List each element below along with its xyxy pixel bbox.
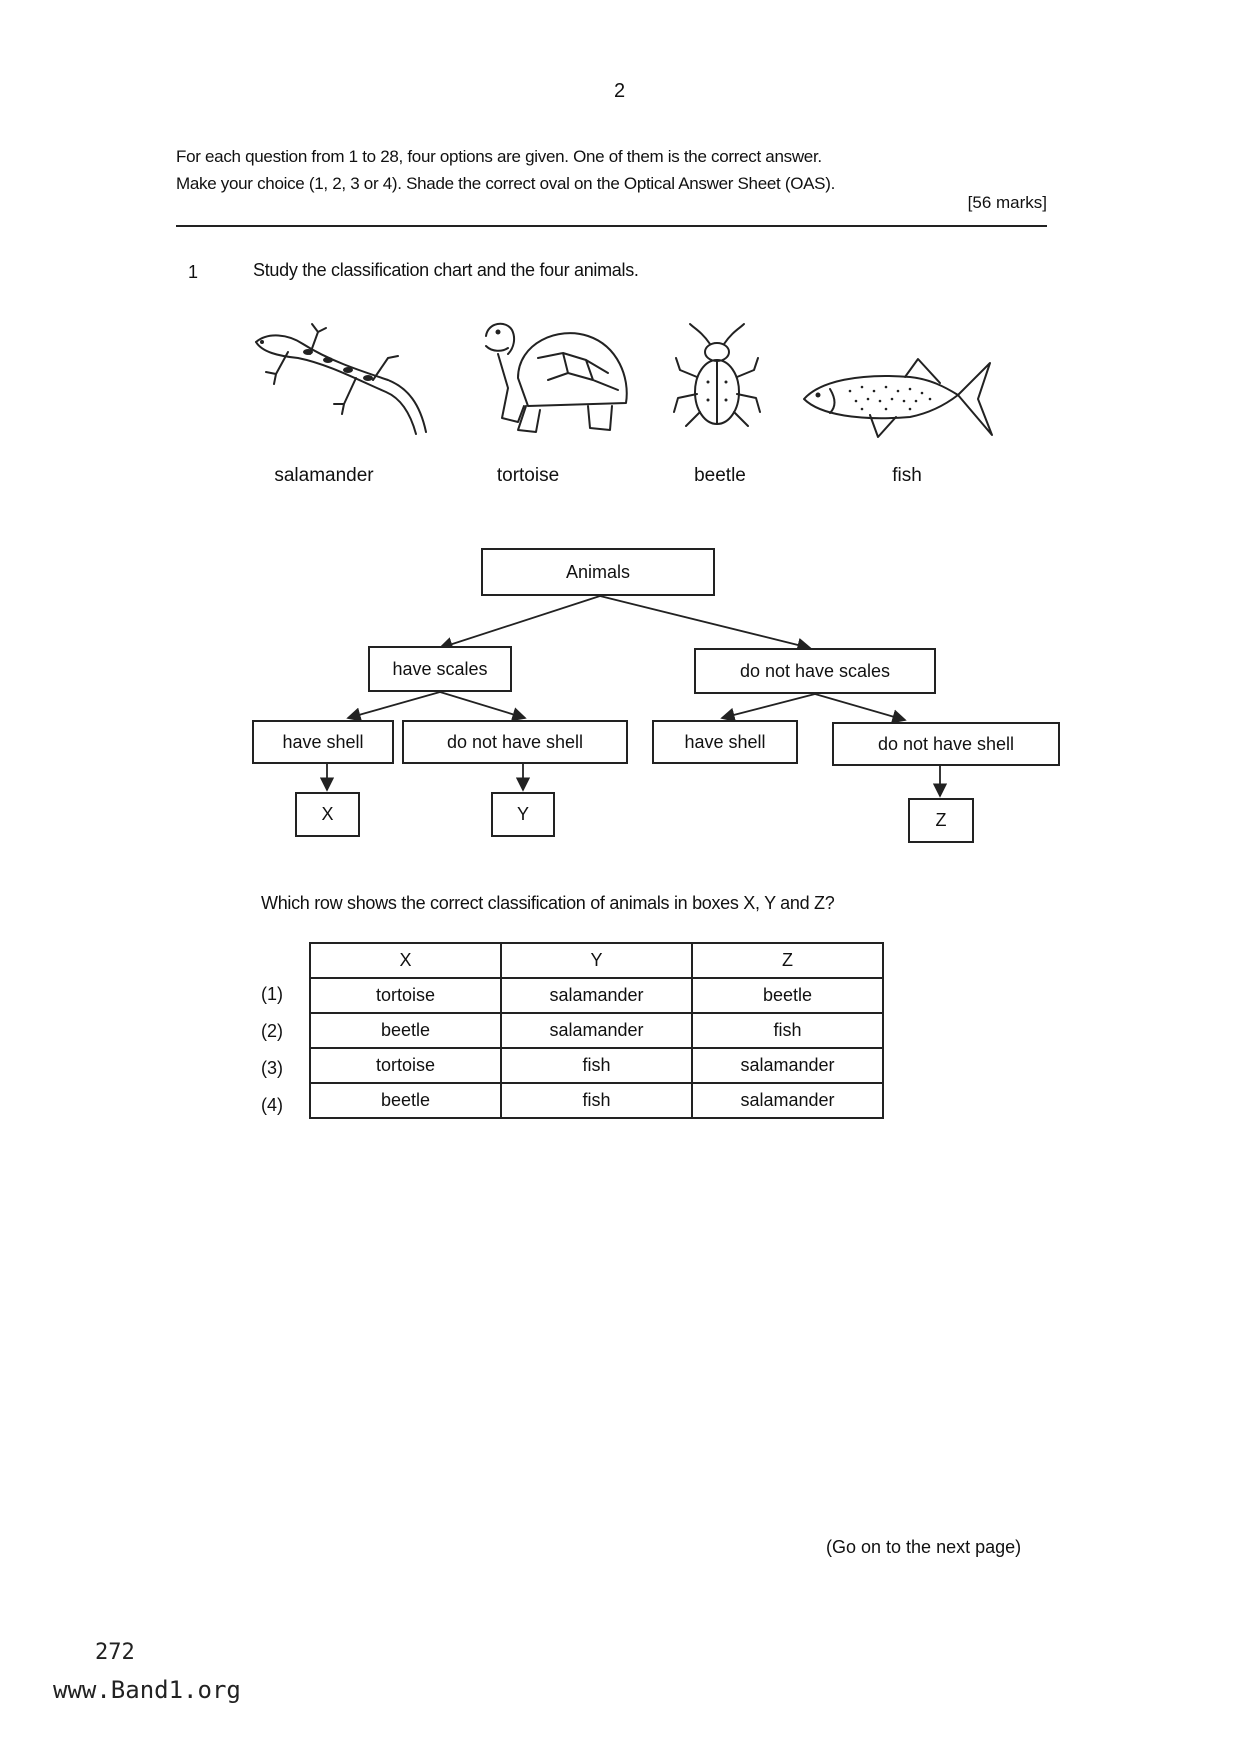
table-cell: tortoise [309, 1047, 502, 1084]
go-on-next-page: (Go on to the next page) [826, 1537, 1022, 1557]
fish-illustration [803, 358, 993, 438]
chart-box-x: X [295, 792, 360, 837]
chart-node-scales-no-shell: do not have shell [402, 720, 628, 764]
table-cell: beetle [309, 1082, 502, 1119]
table-cell: tortoise [309, 977, 502, 1014]
table-row: tortoise fish salamander [309, 1047, 884, 1084]
animal-label-beetle: beetle [694, 465, 746, 486]
watermark-link: www.Band1.org [53, 1676, 241, 1704]
table-cell: beetle [691, 977, 884, 1014]
table-row: beetle salamander fish [309, 1012, 884, 1049]
chart-box-z: Z [908, 798, 974, 843]
table-row: beetle fish salamander [309, 1082, 884, 1119]
question-stem: Study the classification chart and the f… [253, 260, 639, 280]
table-cell: fish [500, 1047, 693, 1084]
page-code: 272 [95, 1640, 135, 1665]
animal-label-salamander: salamander [274, 465, 374, 486]
tortoise-illustration [485, 322, 628, 433]
page-number: 2 [613, 80, 626, 102]
chart-connectors [319, 595, 948, 798]
chart-node-scales-have-shell: have shell [252, 720, 394, 764]
total-marks: [56 marks] [967, 193, 1047, 212]
chart-node-animals: Animals [481, 548, 715, 596]
table-cell: fish [500, 1082, 693, 1119]
table-header-y: Y [500, 942, 693, 979]
option-label-1: (1) [261, 984, 283, 1004]
option-label-2: (2) [261, 1021, 283, 1041]
chart-box-y: Y [491, 792, 555, 837]
salamander-illustration [255, 323, 427, 435]
header-divider [176, 225, 1047, 227]
table-cell: salamander [500, 1012, 693, 1049]
table-header-z: Z [691, 942, 884, 979]
beetle-illustration [673, 323, 761, 427]
table-cell: salamander [500, 977, 693, 1014]
option-label-3: (3) [261, 1058, 283, 1078]
question-prompt: Which row shows the correct classificati… [261, 893, 835, 913]
options-table: X Y Z tortoise salamander beetle beetle … [309, 942, 884, 1119]
option-label-4: (4) [261, 1095, 283, 1115]
instructions-line-1: For each question from 1 to 28, four opt… [176, 147, 822, 166]
animal-label-fish: fish [892, 465, 922, 486]
chart-node-noscales-no-shell: do not have shell [832, 722, 1060, 766]
instructions: For each question from 1 to 28, four opt… [176, 143, 1046, 197]
question-number: 1 [188, 262, 199, 282]
table-header-x: X [309, 942, 502, 979]
table-header-row: X Y Z [309, 942, 884, 979]
chart-node-have-scales: have scales [368, 646, 512, 692]
table-cell: salamander [691, 1082, 884, 1119]
chart-node-no-scales: do not have scales [694, 648, 936, 694]
chart-node-noscales-have-shell: have shell [652, 720, 798, 764]
animal-label-tortoise: tortoise [496, 465, 560, 486]
table-cell: fish [691, 1012, 884, 1049]
instructions-line-2: Make your choice (1, 2, 3 or 4). Shade t… [176, 174, 836, 193]
table-cell: salamander [691, 1047, 884, 1084]
table-cell: beetle [309, 1012, 502, 1049]
table-row: tortoise salamander beetle [309, 977, 884, 1014]
